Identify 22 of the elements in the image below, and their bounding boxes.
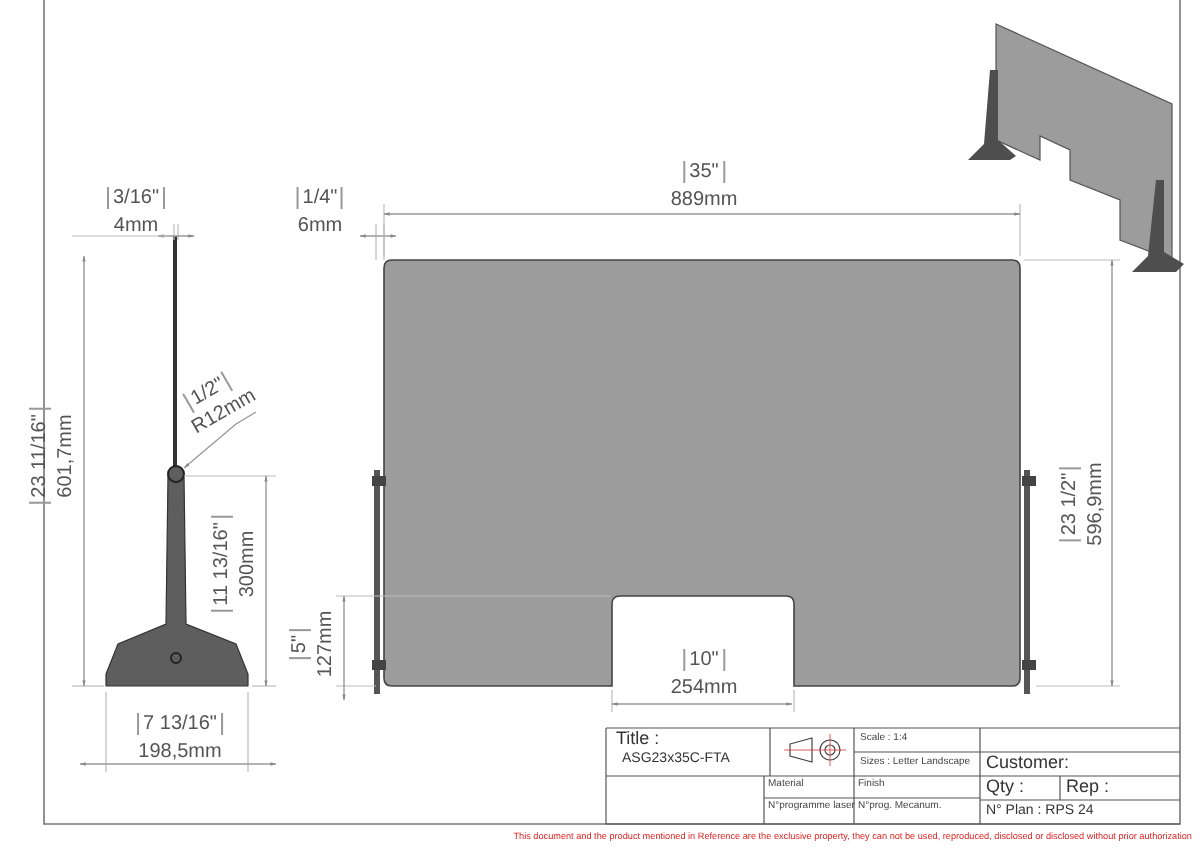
- dimension-label: 3/16": [107, 187, 165, 209]
- title-block-text: Title :: [616, 730, 660, 750]
- title-block-text: Rep :: [1066, 778, 1110, 798]
- title-block-text: Qty :: [986, 778, 1025, 798]
- dimension-label: 254mm: [670, 677, 738, 699]
- dimension-label: 7 13/16": [137, 713, 223, 735]
- dimension-label: 300mm: [237, 530, 259, 598]
- title-block-text: Customer:: [986, 754, 1070, 774]
- dimension-label: 10": [683, 649, 725, 671]
- dimension-label: 596,9mm: [1085, 462, 1107, 546]
- dimension-label: 198,5mm: [138, 741, 222, 763]
- dimension-label: 23 1/2": [1059, 466, 1081, 542]
- dimension-label: 23 11/16": [29, 408, 51, 504]
- dimension-label: 601,7mm: [55, 414, 77, 498]
- dimension-label: 35": [683, 161, 725, 183]
- dimension-label: 4mm: [113, 215, 159, 237]
- dimension-label: 127mm: [315, 610, 337, 678]
- dimension-label: 889mm: [670, 189, 738, 211]
- dimension-label: 5": [289, 628, 311, 660]
- dimension-label: 11 13/16": [211, 516, 233, 612]
- dimension-label: 6mm: [297, 215, 343, 237]
- dimension-label: 1/4": [296, 187, 344, 209]
